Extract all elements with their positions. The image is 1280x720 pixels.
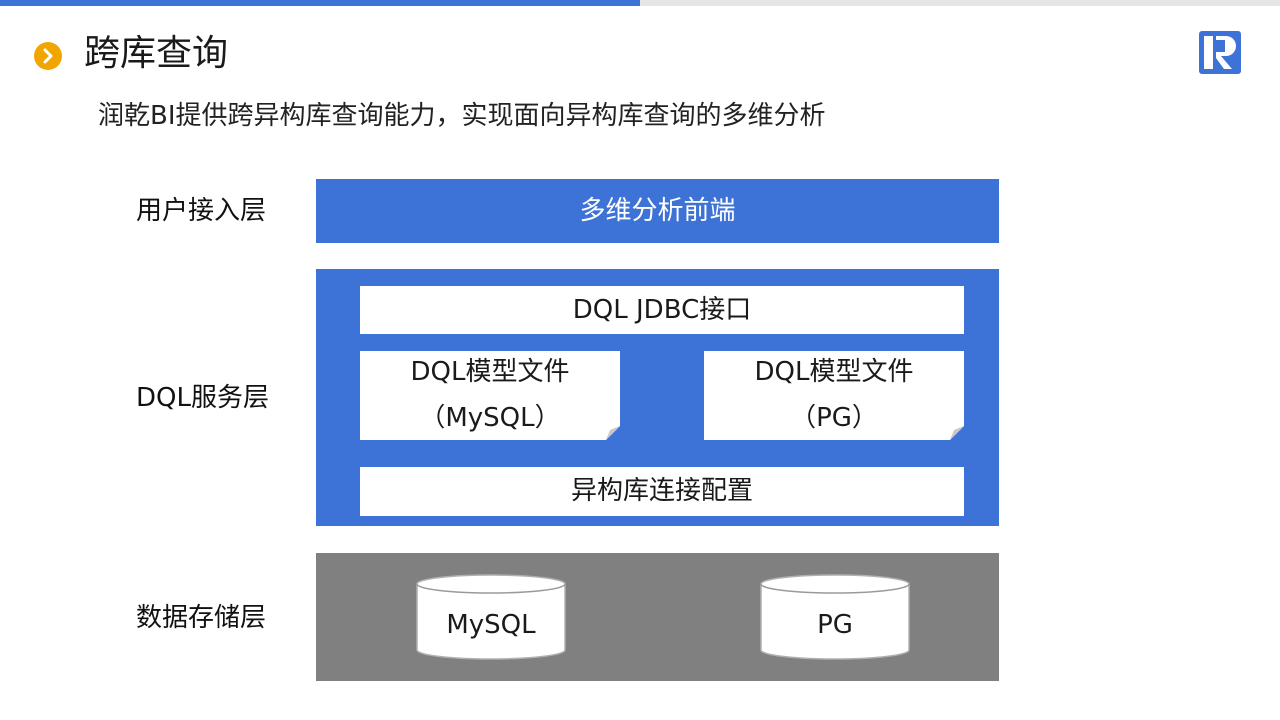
raqsoft-logo-icon xyxy=(1199,31,1241,78)
layer-label-storage: 数据存储层 xyxy=(136,603,267,633)
top-accent-bar xyxy=(0,0,640,6)
database-pg-label: PG xyxy=(817,610,853,640)
database-pg-icon: PG xyxy=(760,574,910,660)
database-mysql-label: MySQL xyxy=(446,610,536,640)
model-file-mysql-db: （MySQL） xyxy=(419,403,561,433)
frontend-label: 多维分析前端 xyxy=(579,196,736,226)
chevron-right-icon xyxy=(34,42,62,70)
layer-label-service: DQL服务层 xyxy=(136,383,269,413)
subtitle: 润乾BI提供跨异构库查询能力，实现面向异构库查询的多维分析 xyxy=(98,101,826,131)
jdbc-interface-box: DQL JDBC接口 xyxy=(360,286,964,334)
model-file-pg-db: （PG） xyxy=(790,403,878,433)
service-layer-box: DQL JDBC接口 DQL模型文件 （MySQL） DQL模型文件 （PG） … xyxy=(316,269,999,526)
user-layer-box: 多维分析前端 xyxy=(316,179,999,243)
model-file-pg: DQL模型文件 （PG） xyxy=(704,351,964,440)
model-file-pg-title: DQL模型文件 xyxy=(754,357,914,387)
connection-config-box: 异构库连接配置 xyxy=(360,467,964,516)
storage-layer-box: MySQL PG xyxy=(316,553,999,681)
database-mysql-icon: MySQL xyxy=(416,574,566,660)
page-title: 跨库查询 xyxy=(84,33,229,74)
layer-label-user: 用户接入层 xyxy=(136,196,267,226)
top-gray-bar xyxy=(640,0,1280,6)
model-file-mysql-title: DQL模型文件 xyxy=(410,357,570,387)
model-file-mysql: DQL模型文件 （MySQL） xyxy=(360,351,620,440)
